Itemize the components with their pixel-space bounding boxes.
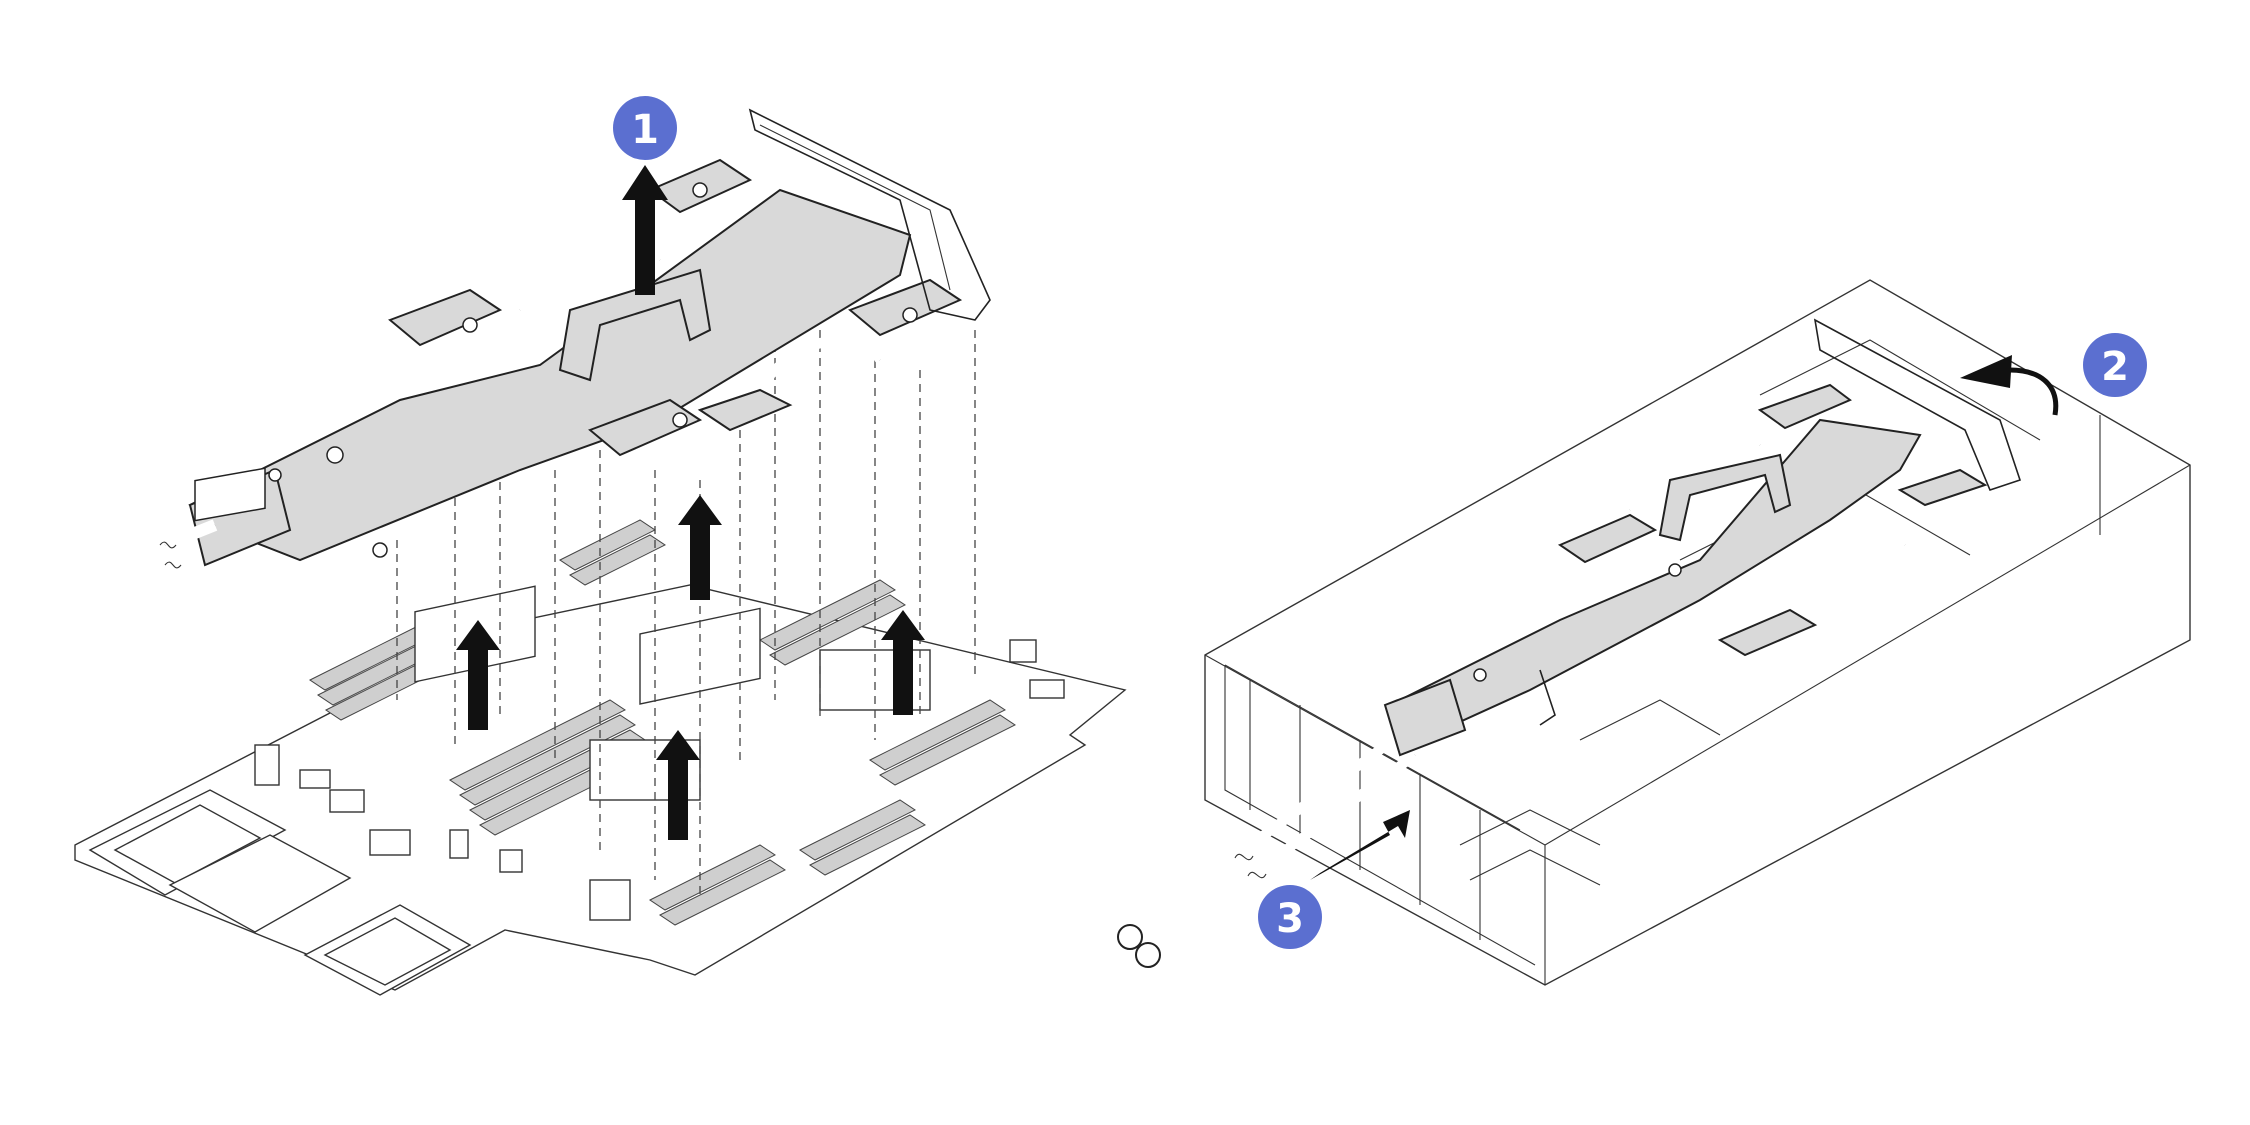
push-arrow bbox=[1310, 810, 1410, 880]
coolant-hoses bbox=[1117, 730, 1418, 968]
socket-lift-arrows bbox=[456, 495, 925, 840]
chassis-box bbox=[1204, 279, 2191, 986]
callout-circle bbox=[2083, 333, 2147, 397]
rotate-arrow bbox=[1960, 355, 2059, 416]
callout-label: 2 bbox=[2101, 344, 2129, 390]
callout-label: 3 bbox=[1276, 896, 1304, 942]
left-illustration bbox=[74, 108, 1127, 996]
callout-label: 1 bbox=[631, 107, 659, 153]
installed-assembly bbox=[1383, 318, 2022, 757]
callout-circle bbox=[1258, 885, 1322, 949]
callout-step-3: 3 bbox=[1258, 885, 1322, 949]
callout-step-1: 1 bbox=[613, 96, 677, 160]
cold-plate-assembly bbox=[159, 108, 991, 569]
callout-circle bbox=[613, 96, 677, 160]
callout-step-2: 2 bbox=[2083, 333, 2147, 397]
right-illustration bbox=[1117, 279, 2191, 986]
lift-up-arrow bbox=[622, 165, 668, 295]
